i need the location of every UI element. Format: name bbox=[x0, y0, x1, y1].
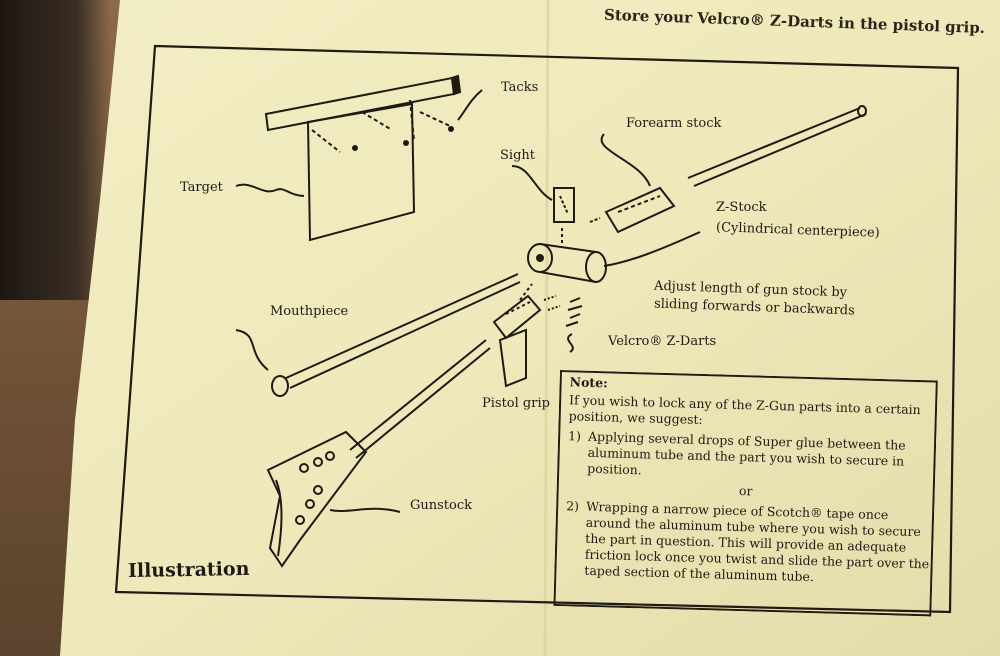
illustration-title: Illustration bbox=[127, 557, 250, 583]
label-sight: Sight bbox=[500, 148, 535, 163]
sight-drawing bbox=[511, 165, 575, 246]
note-box-border bbox=[553, 370, 938, 617]
note-item-2-text: Wrapping a narrow piece of Scotch® tape … bbox=[584, 498, 930, 585]
mouthpiece-drawing bbox=[235, 273, 521, 397]
label-target: Target bbox=[180, 180, 223, 195]
label-z-stock: Z-Stock bbox=[716, 200, 767, 215]
label-mouthpiece: Mouthpiece bbox=[270, 304, 349, 319]
note-item-2-number: 2) bbox=[566, 498, 580, 514]
label-velcro-zdarts: Velcro® Z-Darts bbox=[608, 334, 717, 349]
label-pistol-grip: Pistol grip bbox=[482, 396, 550, 411]
z-stock-drawing bbox=[527, 231, 701, 283]
pistol-grip-drawing bbox=[492, 283, 542, 388]
label-gunstock: Gunstock bbox=[410, 498, 473, 513]
label-forearm-stock: Forearm stock bbox=[626, 116, 722, 131]
gunstock-drawing bbox=[266, 339, 491, 568]
target-pointer bbox=[235, 183, 305, 197]
note-box: Note: If you wish to lock any of the Z-G… bbox=[553, 370, 938, 617]
note-item-1-text: Applying several drops of Super glue bet… bbox=[587, 428, 906, 478]
note-item-2: 2) Wrapping a narrow piece of Scotch® ta… bbox=[564, 498, 934, 588]
note-item-1: 1) Applying several drops of Super glue … bbox=[567, 428, 936, 486]
velcro-darts-drawing bbox=[543, 295, 583, 353]
dark-shadow bbox=[0, 0, 110, 300]
note-item-1-number: 1) bbox=[567, 428, 582, 444]
target-drawing bbox=[264, 74, 483, 242]
forearm-stock-drawing bbox=[589, 105, 867, 234]
label-tacks: Tacks bbox=[501, 80, 539, 95]
